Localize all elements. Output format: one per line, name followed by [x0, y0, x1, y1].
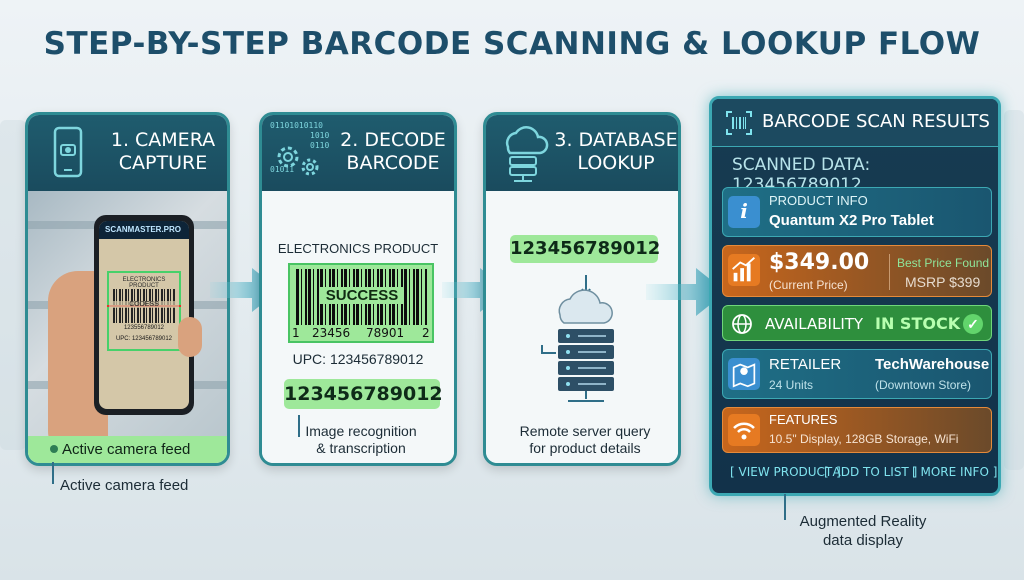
- success-label: SUCCESS: [320, 287, 404, 304]
- price-note: (Current Price): [769, 278, 848, 292]
- features-value: 10.5" Display, 128GB Storage, WiFi: [769, 432, 959, 446]
- best-price-label: Best Price Found: [897, 256, 990, 270]
- decode-caption: Image recognition & transcription: [305, 423, 417, 456]
- price-row: $349.00 (Current Price) Best Price Found…: [722, 245, 992, 297]
- wifi-icon: [728, 414, 760, 446]
- callout-line: [784, 494, 786, 520]
- retailer-store: (Downtown Store): [875, 378, 972, 392]
- step-title: 3. DATABASE LOOKUP: [554, 129, 678, 174]
- scan-results-panel: BARCODE SCAN RESULTS SCANNED DATA: 12345…: [709, 96, 1001, 496]
- availability-label: AVAILABILITY: [765, 315, 864, 333]
- database-area: 123456789012 Remote server query for pro…: [486, 191, 678, 463]
- retailer-units: 24 Units: [769, 378, 814, 392]
- barcode-icon: [726, 111, 752, 135]
- availability-value: IN STOCK: [875, 314, 961, 333]
- step-database-lookup-card: 3. DATABASE LOOKUP 123456789012 Remote s…: [483, 112, 681, 466]
- feed-indicator-dot: [50, 445, 58, 453]
- phone-barcode-digits: 123556789012: [123, 325, 165, 331]
- flow-arrow-icon: [646, 268, 726, 316]
- phone-label-upc: UPC: 123456789012: [115, 336, 173, 342]
- barcode-image: SUCCESS 1 23456 78901 2: [288, 263, 434, 343]
- card-header: 01101010110 1010 0110 01011 2. DECODE BA…: [262, 115, 454, 191]
- add-to-list-link[interactable]: [ ADD TO LIST ]: [824, 465, 918, 479]
- product-info-label: PRODUCT INFO: [769, 193, 868, 208]
- decode-area: ELECTRONICS PRODUCT SUCCESS 1 23456 7890…: [262, 191, 454, 463]
- features-row: FEATURES 10.5" Display, 128GB Storage, W…: [722, 407, 992, 453]
- smartphone: SCANMASTER.PRO ELECTRONICS PRODUCT CODES…: [94, 215, 194, 415]
- retailer-row: RETAILER 24 Units TechWarehouse (Downtow…: [722, 349, 992, 399]
- results-title: BARCODE SCAN RESULTS: [762, 111, 990, 132]
- info-icon: i: [728, 196, 760, 228]
- scan-frame: [107, 271, 181, 351]
- page-title: STEP-BY-STEP BARCODE SCANNING & LOOKUP F…: [43, 26, 981, 62]
- query-number: 123456789012: [510, 235, 660, 263]
- cloud-database-server-icon: [541, 275, 614, 402]
- map-icon: [728, 358, 760, 390]
- app-name: SCANMASTER.PRO: [105, 225, 182, 234]
- phone-label-mid: CODESS: [109, 301, 179, 308]
- step-title: 2. DECODE BARCODE: [340, 129, 446, 174]
- check-icon: ✓: [963, 314, 983, 334]
- background-shelf: [0, 120, 26, 450]
- binary-code-text: 01101010110 1010 0110 01011: [270, 121, 330, 174]
- ar-caption: Augmented Reality data display: [799, 513, 927, 549]
- background-shelf: [1004, 110, 1024, 470]
- step-camera-capture-card: 1. CAMERA CAPTURE SCANMASTER.PRO ELECTRO…: [25, 112, 230, 466]
- barcode-digits: 1 23456 78901 2: [292, 326, 430, 340]
- price-value: $349.00: [769, 250, 870, 275]
- step-title: 1. CAMERA CAPTURE: [110, 129, 216, 174]
- gears-icon: [277, 146, 319, 176]
- callout-line: [52, 462, 54, 484]
- thumb: [178, 317, 202, 357]
- step-decode-barcode-card: 01101010110 1010 0110 01011 2. DECODE BA…: [259, 112, 457, 466]
- availability-row: AVAILABILITY IN STOCK ✓: [722, 305, 992, 341]
- msrp-value: MSRP $399: [905, 274, 981, 290]
- camera-feed-area: SCANMASTER.PRO ELECTRONICS PRODUCT CODES…: [28, 191, 227, 463]
- results-header: BARCODE SCAN RESULTS: [712, 99, 998, 147]
- cloud-server-icon: [505, 126, 549, 182]
- camera-feed-caption: Active camera feed: [28, 436, 227, 463]
- camera-feed-callout: Active camera feed: [60, 477, 189, 494]
- product-info-row: i PRODUCT INFO Quantum X2 Pro Tablet: [722, 187, 992, 237]
- card-header: 1. CAMERA CAPTURE: [28, 115, 227, 191]
- callout-line: [298, 415, 300, 437]
- chart-up-icon: [728, 254, 760, 286]
- globe-icon: [732, 314, 752, 334]
- smartphone-camera-icon: [53, 126, 83, 178]
- product-label: ELECTRONICS PRODUCT: [277, 241, 439, 256]
- features-label: FEATURES: [769, 412, 838, 427]
- database-caption: Remote server query for product details: [519, 423, 651, 456]
- product-name: Quantum X2 Pro Tablet: [769, 212, 934, 229]
- upc-text: UPC: 123456789012: [292, 351, 424, 367]
- price-divider: [889, 254, 890, 290]
- view-product-link[interactable]: [ VIEW PRODUCT ]: [730, 465, 841, 479]
- card-header: 3. DATABASE LOOKUP: [486, 115, 678, 191]
- more-info-link[interactable]: [ MORE INFO ]: [912, 465, 998, 479]
- retailer-name: TechWarehouse: [875, 356, 990, 373]
- decoded-number: 123456789012: [284, 379, 443, 409]
- retailer-label: RETAILER: [769, 356, 842, 373]
- phone-label-top: ELECTRONICS PRODUCT: [122, 277, 166, 289]
